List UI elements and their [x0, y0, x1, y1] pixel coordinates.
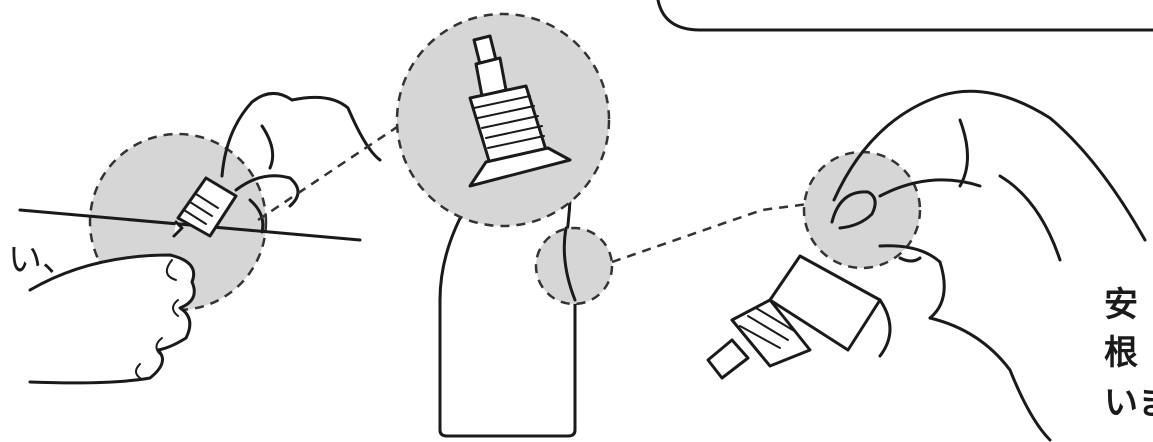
left-hand	[222, 93, 380, 176]
caption-line-2: 根	[1104, 336, 1138, 370]
center-bottle	[397, 14, 612, 436]
caption-line-3: いま	[1104, 386, 1153, 420]
right-scene	[708, 91, 1145, 440]
left-text-fragment: い、	[8, 232, 76, 281]
caption-line-1: 安	[1104, 288, 1138, 322]
connector-left	[258, 125, 400, 220]
callout-box-edge	[658, 0, 1153, 30]
connector-right	[612, 204, 808, 262]
